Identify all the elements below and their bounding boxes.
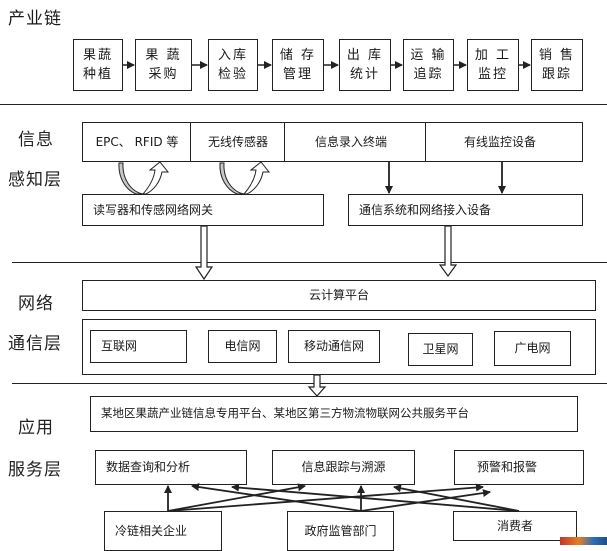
chain-step: 出 库统计	[339, 39, 391, 91]
separator-line	[12, 262, 607, 263]
chain-step: 果蔬种植	[73, 39, 123, 91]
network-telecom: 电信网	[208, 330, 277, 363]
gateway-label: 读写器和传感网络网关	[93, 202, 214, 217]
arrow-government-to-query	[191, 483, 362, 512]
chain-step-line2: 跟踪	[541, 67, 572, 82]
device-epc-rfid: EPC、 RFID 等	[82, 122, 192, 162]
curved-arrow-sensor	[219, 161, 271, 195]
chain-step-line2: 种植	[82, 67, 113, 82]
chain-step: 果 蔬采购	[135, 39, 192, 91]
chain-step-line1: 入库	[217, 47, 248, 63]
service-tracking: 信息跟踪与溯源	[272, 450, 415, 485]
device-label: 无线传感器	[207, 134, 268, 149]
curved-arrow-rfid	[118, 161, 170, 195]
hollow-arrow-network	[307, 374, 327, 397]
user-government: 政府监管部门	[287, 511, 394, 551]
hollow-arrow-access	[438, 225, 458, 278]
watermark	[560, 537, 607, 545]
layer-label-application-1: 应用	[18, 418, 54, 438]
device-wireless-sensor: 无线传感器	[190, 122, 286, 162]
chain-step-line1: 果 蔬	[145, 47, 182, 63]
network-access-device: 通信系统和网络接入设备	[348, 194, 583, 226]
chain-step-line1: 出 库	[346, 47, 384, 63]
chain-step: 入库检验	[208, 39, 258, 91]
network-satellite: 卫星网	[408, 333, 473, 366]
reader-gateway: 读写器和传感网络网关	[82, 194, 324, 226]
chain-step-line1: 储 存	[279, 47, 317, 63]
arrow-enterprise-to-alert	[167, 483, 484, 512]
device-info-terminal: 信息录入终端	[284, 122, 427, 162]
arrow-enterprise-to-tracking	[167, 483, 306, 512]
service-data-query: 数据查询和分析	[95, 450, 247, 485]
service-label: 数据查询和分析	[106, 460, 191, 475]
chain-step: 销 售跟踪	[531, 39, 583, 91]
network-label: 电信网	[224, 339, 261, 354]
chain-step-line2: 检验	[217, 67, 248, 82]
cloud-label: 云计算平台	[308, 288, 369, 303]
platform-label: 某地区果蔬产业链信息专用平台、某地区第三方物流物联网公共服务平台	[101, 406, 469, 421]
network-label: 卫星网	[422, 342, 459, 357]
service-label: 信息跟踪与溯源	[301, 460, 386, 475]
device-label: EPC、 RFID 等	[95, 134, 179, 149]
user-consumer: 消费者	[453, 511, 577, 541]
arrow-consumer-to-query	[231, 483, 520, 512]
access-label: 通信系统和网络接入设备	[359, 202, 492, 217]
arrow-government-to-alert	[360, 489, 491, 512]
service-label: 预警和报警	[477, 460, 538, 475]
device-wired-monitor: 有线监控设备	[425, 122, 583, 162]
layer-label-application-2: 服务层	[8, 460, 62, 480]
layer-label-network-2: 通信层	[8, 334, 62, 354]
hollow-arrow-gateway	[194, 225, 214, 281]
user-cold-chain: 冷链相关企业	[104, 511, 222, 551]
device-label: 信息录入终端	[315, 134, 388, 149]
user-label: 政府监管部门	[304, 523, 377, 538]
user-label: 冷链相关企业	[115, 523, 188, 538]
layer-label-perception-1: 信息	[18, 130, 54, 150]
chain-step-line1: 果蔬	[82, 47, 113, 63]
network-mobile: 移动通信网	[288, 330, 380, 363]
arrow-consumer-to-tracking	[393, 484, 520, 512]
network-label: 广电网	[514, 341, 551, 356]
separator-line	[12, 383, 607, 384]
chain-step-line2: 采购	[148, 67, 179, 82]
chain-step-line1: 销 售	[538, 47, 576, 63]
chain-step-line1: 加 工	[474, 47, 512, 63]
layer-label-perception-2: 感知层	[8, 170, 62, 190]
diagram-title: 产业链	[8, 9, 62, 29]
network-label: 移动通信网	[303, 339, 364, 354]
cloud-platform: 云计算平台	[82, 280, 596, 311]
service-arrows	[164, 483, 520, 512]
chain-step-line2: 统计	[349, 67, 380, 82]
network-internet: 互联网	[90, 330, 187, 363]
layer-label-network-1: 网络	[18, 294, 54, 314]
chain-step-line1: 运 输	[410, 47, 447, 63]
service-alert: 预警和报警	[454, 450, 584, 485]
user-label: 消费者	[496, 518, 533, 533]
chain-step-line2: 管理	[282, 67, 313, 82]
network-label: 互联网	[101, 339, 138, 354]
chain-step: 运 输追踪	[403, 39, 454, 91]
chain-step-line2: 追踪	[413, 67, 444, 82]
chain-step: 储 存管理	[272, 39, 324, 91]
network-broadcast: 广电网	[494, 331, 571, 366]
chain-step: 加 工监控	[467, 39, 519, 91]
chain-step-line2: 监控	[477, 67, 508, 82]
device-label: 有线监控设备	[464, 134, 537, 149]
separator-line	[0, 104, 607, 105]
platform-box: 某地区果蔬产业链信息专用平台、某地区第三方物流物联网公共服务平台	[90, 396, 578, 432]
